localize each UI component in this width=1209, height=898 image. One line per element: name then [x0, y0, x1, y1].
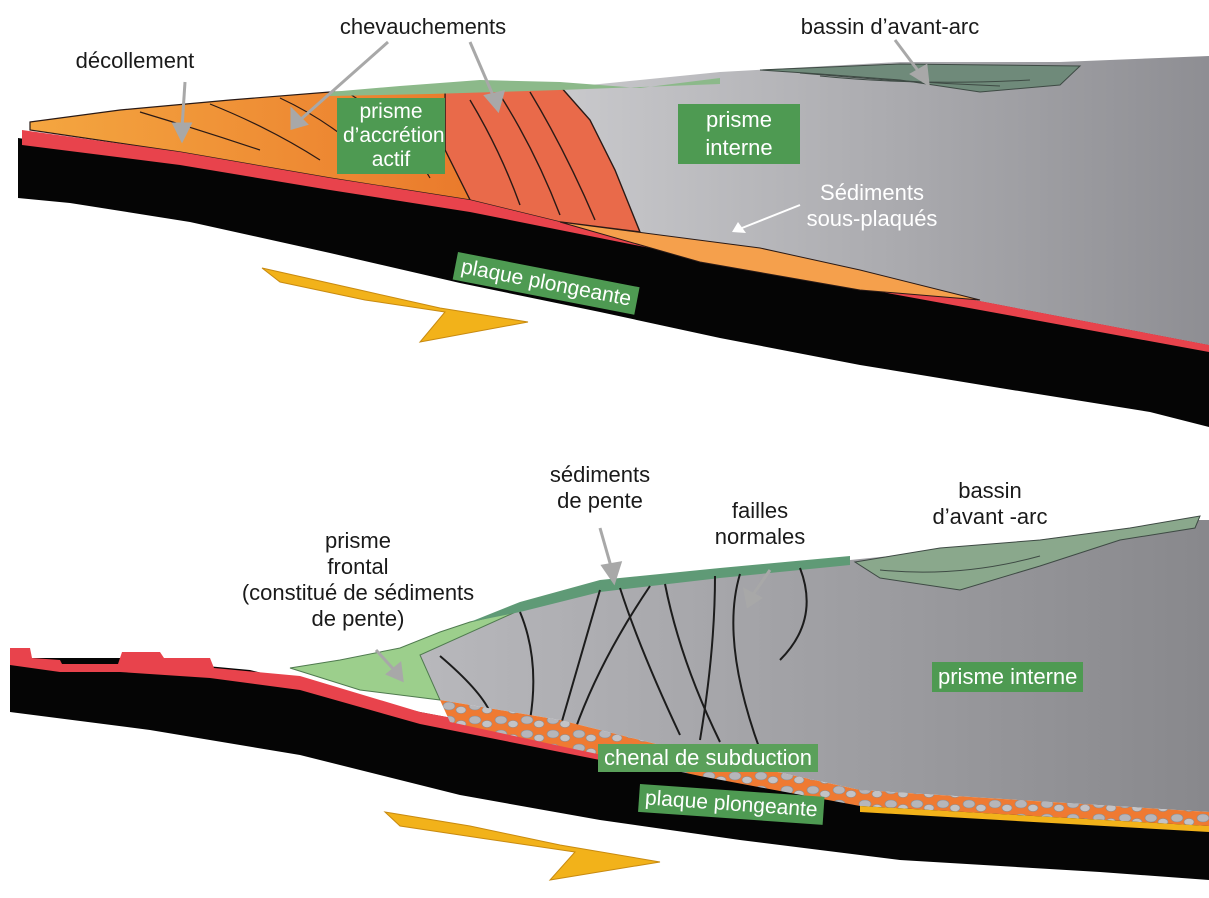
box-prisme-actif-line3: actif — [343, 148, 439, 172]
label-frontal-line3: (constitué de sédiments — [228, 580, 488, 606]
label-prisme-frontal: prisme frontal (constitué de sédiments d… — [228, 528, 488, 632]
box-prisme-interne-line1: prisme — [684, 106, 794, 134]
label-frontal-line1: prisme — [228, 528, 488, 554]
label-bassin-bottom-line2: d’avant -arc — [900, 504, 1080, 530]
box-prisme-interne-bottom: prisme interne — [932, 662, 1083, 692]
label-failles-line1: failles — [690, 498, 830, 524]
label-sediments-pente-line1: sédiments — [520, 462, 680, 488]
label-sediments-de-pente: sédiments de pente — [520, 462, 680, 514]
label-frontal-line2: frontal — [228, 554, 488, 580]
box-prisme-interne-top: prisme interne — [678, 104, 800, 164]
box-prisme-actif-line1: prisme — [343, 100, 439, 124]
label-bassin-avant-arc-top: bassin d’avant-arc — [780, 14, 1000, 40]
top-cross-section — [18, 40, 1209, 427]
box-prisme-accretion-actif: prisme d’accrétion actif — [337, 98, 445, 174]
label-sediments-pente-line2: de pente — [520, 488, 680, 514]
label-sediments-line1: Sédiments — [792, 180, 952, 206]
label-failles-line2: normales — [690, 524, 830, 550]
label-sediments-sous-plaques: Sédiments sous-plaqués — [792, 180, 952, 232]
box-prisme-interne-line2: interne — [684, 134, 794, 162]
box-prisme-actif-line2: d’accrétion — [343, 124, 439, 148]
label-bassin-avant-arc-bottom: bassin d’avant -arc — [900, 478, 1080, 530]
label-decollement: décollement — [50, 48, 220, 74]
label-frontal-line4: de pente) — [228, 606, 488, 632]
box-chenal-de-subduction: chenal de subduction — [598, 744, 818, 772]
bottom-cross-section — [10, 516, 1209, 880]
label-sediments-line2: sous-plaqués — [792, 206, 952, 232]
label-failles-normales: failles normales — [690, 498, 830, 550]
label-chevauchements: chevauchements — [318, 14, 528, 40]
label-bassin-bottom-line1: bassin — [900, 478, 1080, 504]
